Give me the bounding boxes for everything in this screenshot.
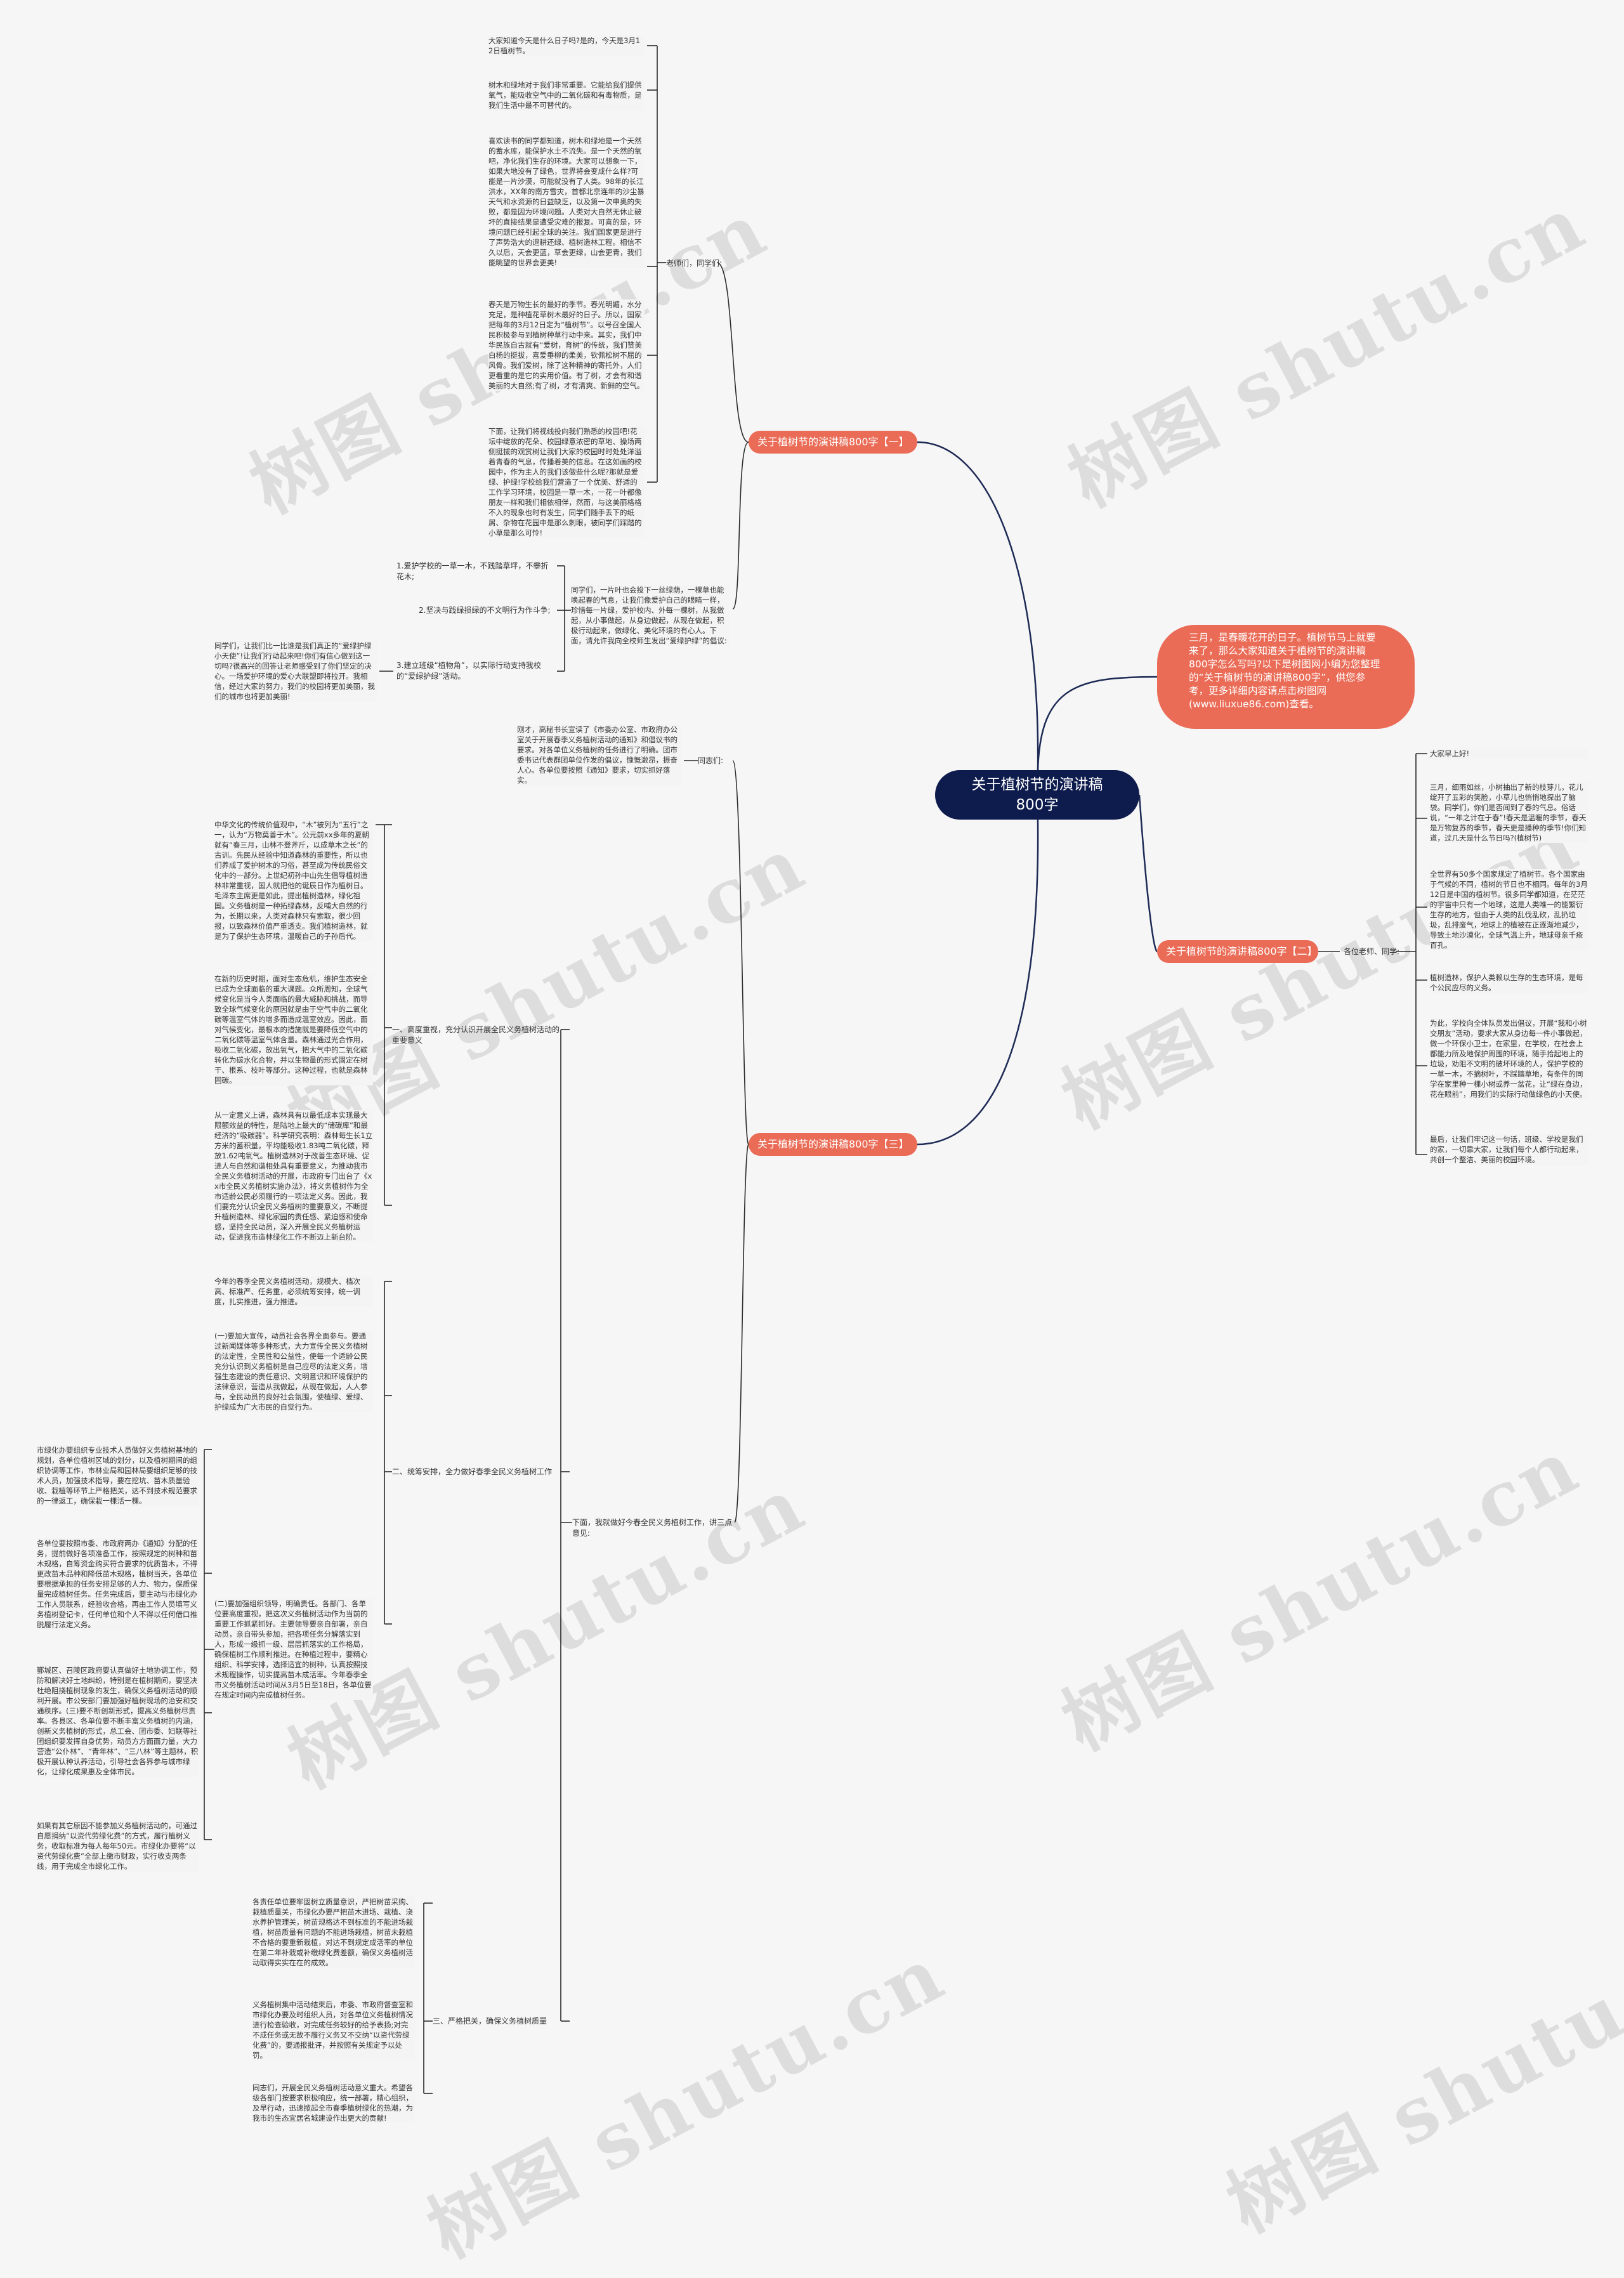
transition-label[interactable]: 下面，我就做好今春全民义务植树工作，讲三点意见: [572,1518,733,1538]
speech1-para[interactable]: 下面，让我们将视线投向我们熟悉的校园吧!花坛中绽放的花朵、校园绿意浓密的草地、操… [488,426,645,538]
intro-note[interactable]: 三月，是春暖花开的日子。植树节马上就要来了，那么大家知道关于植树节的演讲稿800… [1157,625,1415,729]
section1-para[interactable]: 从一定意义上讲，森林具有以最低成本实现最大限额效益的特性，是陆地上最大的“储碳库… [214,1110,373,1242]
branch-speech-2[interactable]: 关于植树节的演讲稿800字【二】 [1157,940,1318,963]
branch-speech-1[interactable]: 关于植树节的演讲稿800字【一】 [749,431,917,454]
section1-para[interactable]: 中华文化的传统价值观中，“木”被列为“五行”之一，认为“万物莫善于木”。公元前x… [214,820,373,941]
section1-para[interactable]: 在新的历史时期，面对生态危机，维护生态安全已成为全球面临的重大课题。众所周知，全… [214,974,373,1085]
connector-line [917,819,1039,1146]
section3-para[interactable]: 义务植树集中活动结束后，市委、市政府督查室和市绿化办要及时组织人员，对各单位义务… [252,2000,415,2060]
section2-para[interactable]: (二)要加强组织领导，明确责任。各部门、各单位要高度重视，把这次义务植树活动作为… [214,1599,373,1700]
section2-detail[interactable]: 各单位要按照市委、市政府两办《通知》分配的任务，提前做好各项准备工作，按照规定的… [37,1538,199,1630]
speech1-para[interactable]: 大家知道今天是什么日子吗?是的，今天是3月12日植树节。 [488,36,645,56]
speech1-para[interactable]: 树木和绿地对于我们非常重要。它能给我们提供氧气，能吸收空气中的二氧化碳和有毒物质… [488,80,645,110]
section3-para[interactable]: 同志们，开展全民义务植树活动意义重大。希望各级各部门按要求积极响应，统一部署，精… [252,2083,415,2123]
speech2-para[interactable]: 三月，细雨如丝，小树抽出了新的枝芽儿，花儿绽开了五彩的笑脸，小草儿也悄悄地探出了… [1430,782,1588,843]
connector-line [732,760,749,1145]
connector-line [1138,794,1158,953]
section-title[interactable]: 一、高度重视，充分认识开展全民义务植树活动的重要意义 [392,1025,560,1045]
speech2-para[interactable]: 最后，让我们牢记这一句话，班级、学校是我们的家，一切靠大家，让我们每个人都行动起… [1430,1134,1588,1165]
proposal-item[interactable]: 3.建立班级“植物角”，以实际行动支持我校的“爱绿护绿”活动。 [396,661,541,681]
speech2-para[interactable]: 为此，学校向全体队员发出倡议，开展“我和小树交朋友”活动，要求大家从身边每一件小… [1430,1018,1588,1099]
greeting-label[interactable]: 老师们，同学们: [666,259,723,268]
speech2-para[interactable]: 植树造林，保护人类赖以生存的生态环境，是每个公民应尽的义务。 [1430,972,1588,993]
section2-detail[interactable]: 市绿化办要组织专业技术人员做好义务植树基地的规划，各单位植树区域的划分，以及植树… [37,1445,199,1506]
section2-para[interactable]: (一)要加大宣传，动员社会各界全面参与。要通过新闻媒体等多种形式，大力宣传全民义… [214,1331,373,1412]
connector-line [732,442,749,610]
speech2-para[interactable]: 大家早上好! [1430,749,1588,759]
section-title[interactable]: 二、统筹安排，全力做好春季全民义务植树工作 [392,1467,553,1476]
connector-line [917,441,1039,771]
connector-line [716,262,749,443]
speech2-para[interactable]: 全世界有50多个国家规定了植树节。各个国家由于气候的不同，植树的节日也不相同。每… [1430,869,1588,950]
closing-para[interactable]: 同学们，让我们比一比谁是我们真正的“爱绿护绿小天使”!让我们行动起来吧!你们有信… [214,641,377,702]
opening-para[interactable]: 刚才，高秘书长宣读了《市委办公室、市政府办公室关于开展春季义务植树活动的通知》和… [517,724,681,785]
speech1-para[interactable]: 喜欢读书的同学都知道，树木和绿地是一个天然的蓄水库，能保护水土不流失。是一个天然… [488,136,645,268]
greeting-label[interactable]: 各位老师、同学: [1344,947,1400,956]
greeting-label[interactable]: 同志们: [698,756,724,765]
connector-line [1037,676,1158,771]
section-title[interactable]: 三、严格把关，确保义务植树质量 [433,2017,547,2026]
section2-para[interactable]: 今年的春季全民义务植树活动，规模大、档次高、标准严、任务重，必须统筹安排，统一调… [214,1276,373,1307]
connector-line [734,1144,749,1523]
section3-para[interactable]: 各责任单位要牢固树立质量意识，严把树苗采购、栽植质量关，市绿化办要严把苗木进场、… [252,1897,415,1968]
speech1-para[interactable]: 春天是万物生长的最好的季节。春光明媚，水分充足，是种植花草树木最好的日子。所以，… [488,299,645,391]
branch-speech-3[interactable]: 关于植树节的演讲稿800字【三】 [749,1133,917,1156]
root-topic[interactable]: 关于植树节的演讲稿800字 [935,770,1139,820]
proposal-item[interactable]: 1.爱护学校的一草一木，不践踏草坪，不攀折花木; [396,561,549,581]
section2-detail[interactable]: 如果有其它原因不能参加义务植树活动的，可通过自愿捐纳“以资代劳绿化费”的方式，履… [37,1821,199,1871]
speech1-para[interactable]: 同学们，一片叶也会投下一丝绿荫，一棵草也能唤起春的气息，让我们像爱护自己的眼睛一… [571,585,730,646]
mind-map-connectors [204,45,1427,2094]
proposal-item[interactable]: 2.坚决与践绿损绿的不文明行为作斗争; [419,606,551,615]
section2-detail[interactable]: 鄞城区、召陵区政府要认真做好土地协调工作，预防和解决好土地纠纷，特别是在植树期间… [37,1665,199,1777]
